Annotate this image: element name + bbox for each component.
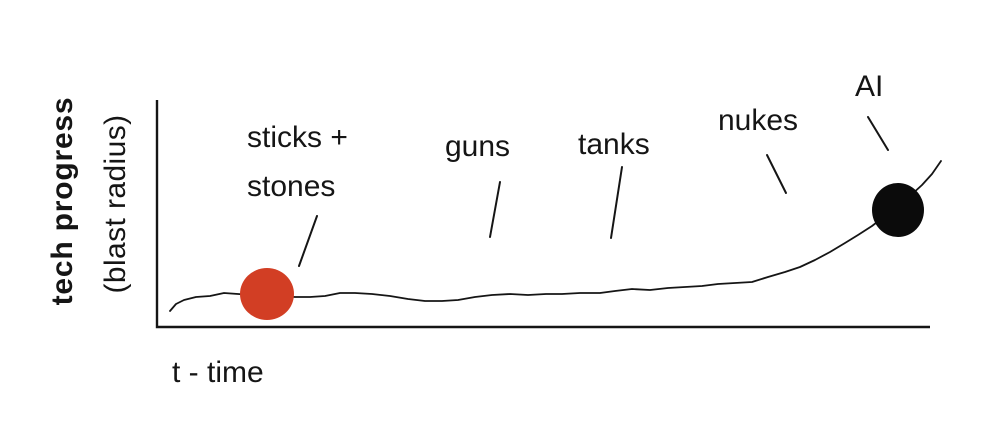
leader-line-sticks-stones: [298, 215, 318, 267]
annotation-sticks-line2: stones: [247, 170, 336, 203]
annotation-guns: guns: [445, 130, 511, 163]
ai-dot: [872, 183, 924, 237]
leader-line-guns: [489, 181, 501, 238]
annotation-nukes: nukes: [718, 104, 799, 137]
leader-line-ai: [867, 116, 889, 151]
sticks-stones-dot: [240, 268, 294, 320]
x-axis-label: t - time: [172, 356, 264, 389]
leader-line-nukes: [766, 154, 787, 194]
annotation-sticks-stones: sticks + stones: [247, 113, 348, 211]
y-axis-subtitle: (blast radius): [99, 114, 132, 294]
annotation-tanks: tanks: [578, 128, 650, 161]
axes-lines: [155, 100, 930, 329]
y-axis-title: tech progress: [46, 96, 79, 306]
leader-line-tanks: [610, 166, 623, 239]
annotation-sticks-line1: sticks +: [247, 121, 348, 154]
annotation-ai: AI: [855, 70, 884, 103]
